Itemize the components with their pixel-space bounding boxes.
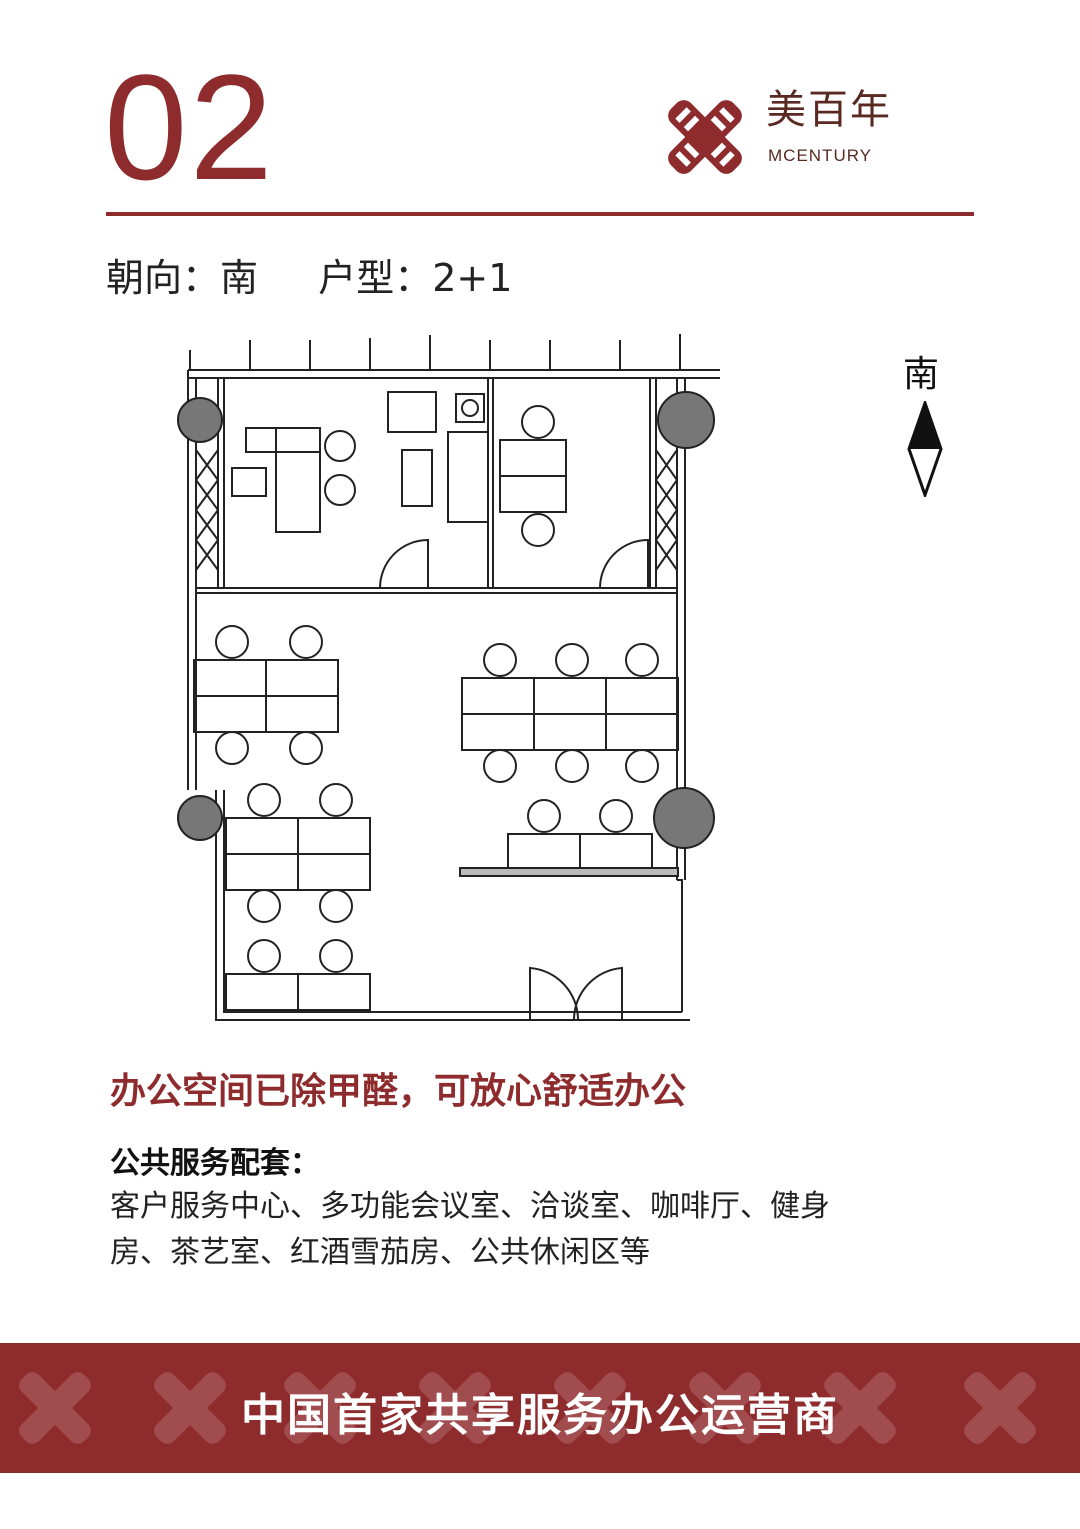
orientation-text: 朝向：南	[106, 256, 259, 300]
unit-number: 02	[104, 43, 275, 211]
headline: 办公空间已除甲醛，可放心舒适办公	[110, 1071, 687, 1112]
brand-logo: 美百年 MCENTURY	[648, 82, 978, 192]
services-line-2: 房、茶艺室、红酒雪茄房、公共休闲区等	[110, 1235, 650, 1270]
banner-pattern-icon	[19, 1372, 1036, 1444]
compass: 南	[895, 345, 955, 505]
banner-slogan: 中国首家共享服务办公运营商	[241, 1390, 839, 1441]
footer-banner: 中国首家共享服务办公运营商	[0, 1343, 1080, 1473]
header-divider	[106, 212, 974, 216]
services-list: 客户服务中心、多功能会议室、洽谈室、咖啡厅、健身 房、茶艺室、红酒雪茄房、公共休…	[110, 1184, 960, 1276]
north-arrow-icon	[907, 401, 943, 497]
floor-plan	[177, 334, 720, 1021]
brand-logo-mark-icon	[668, 100, 742, 174]
brand-name-en: MCENTURY	[768, 146, 873, 165]
unit-spec: 朝向：南 户型：2+1	[106, 254, 512, 302]
services-title: 公共服务配套：	[110, 1146, 320, 1181]
compass-south-label: 南	[903, 354, 940, 395]
brand-name-cn: 美百年	[766, 87, 892, 133]
layout-type-text: 户型：2+1	[318, 256, 513, 300]
services-line-1: 客户服务中心、多功能会议室、洽谈室、咖啡厅、健身	[110, 1189, 830, 1224]
